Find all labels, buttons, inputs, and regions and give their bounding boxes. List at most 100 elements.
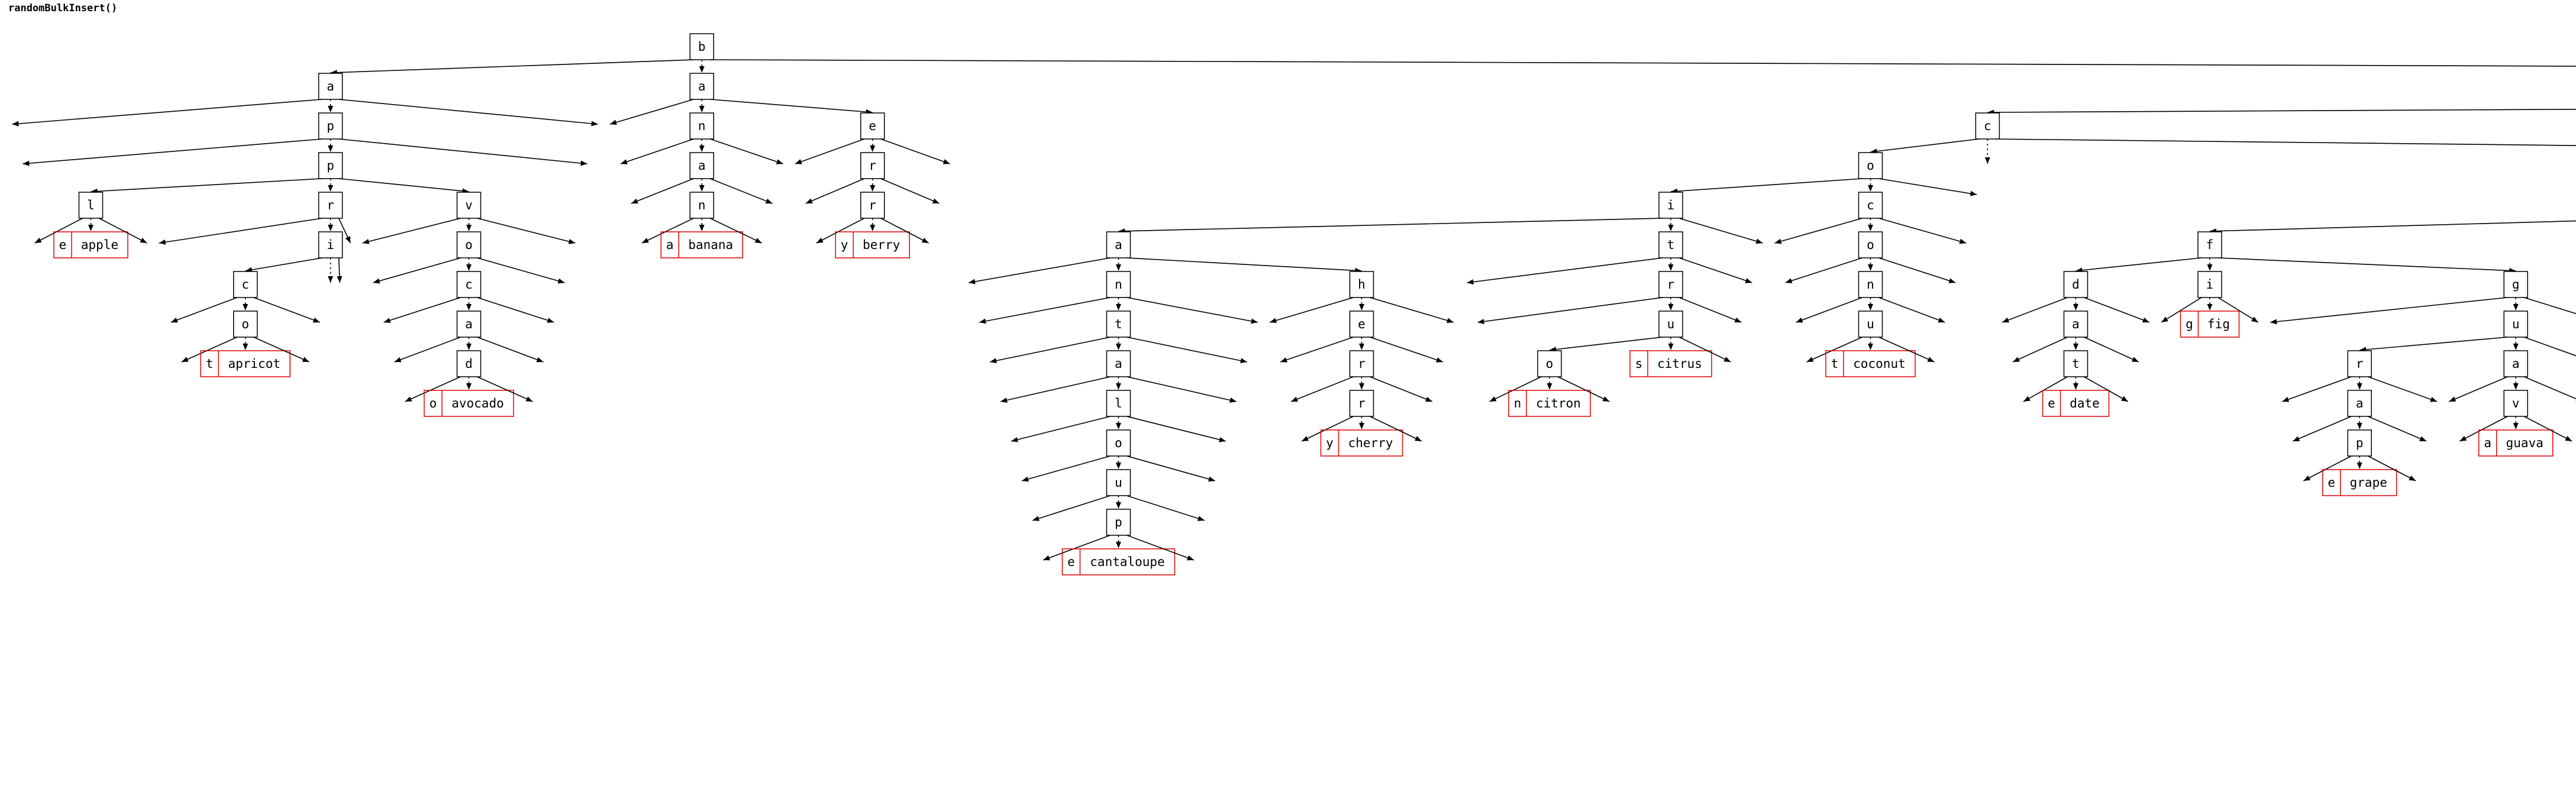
edge-lo-null-arrowhead	[2023, 396, 2031, 402]
edge-eq-arrowhead	[699, 225, 705, 231]
edge-eq-arrowhead	[870, 145, 876, 152]
node-char: u	[1867, 317, 1874, 331]
edge-lo-null	[1290, 376, 1354, 402]
edge-lo-null	[989, 337, 1111, 363]
edge-hi-null	[2367, 455, 2416, 481]
edge-eq-arrowhead	[1359, 304, 1364, 311]
edge-hi-null-arrowhead	[1219, 436, 1226, 442]
edge-lo-null	[1301, 416, 1354, 442]
node-char: e	[1358, 317, 1366, 331]
node-char: r	[1358, 357, 1366, 371]
edge-hi	[1126, 257, 1362, 271]
edge-hi-null	[2367, 416, 2427, 442]
node-char: c	[465, 277, 473, 292]
edge-hi-null-arrowhead	[1927, 357, 1935, 362]
edge-hi-null-arrowhead	[1415, 436, 1422, 441]
leaf-word: banana	[688, 238, 733, 252]
edge-lo	[1870, 138, 1980, 153]
node-char: v	[465, 198, 473, 212]
tree-node	[1106, 509, 1131, 536]
edge-lo-null	[2459, 416, 2508, 442]
edge-lo-null	[2303, 455, 2352, 481]
leaf-word: citrus	[1657, 357, 1702, 371]
edge-lo-null-arrowhead	[1000, 397, 1008, 403]
edge-lo-null	[22, 138, 322, 164]
edge-hi-null-arrowhead	[1602, 396, 1610, 402]
edge-lo-null-arrowhead	[362, 238, 370, 244]
node-char: t	[1667, 238, 1675, 252]
edge-eq-arrowhead	[870, 225, 876, 231]
tree-node	[689, 192, 714, 219]
node-char: a	[2072, 317, 2080, 331]
edge-lo-null	[609, 99, 694, 125]
edge-eq-arrowhead	[699, 66, 705, 73]
leaf-node	[2042, 390, 2110, 417]
edge-eq-arrowhead	[2357, 423, 2362, 429]
edge-hi-null	[2523, 337, 2576, 357]
edge-hi-null-arrowhead	[1186, 555, 1194, 561]
node-char: o	[1867, 159, 1874, 173]
edge-eq-arrowhead	[2073, 344, 2078, 350]
edge-hi-null	[1878, 297, 1945, 323]
edge-lo-null	[968, 257, 1111, 283]
edge-eq-arrowhead	[2207, 304, 2213, 311]
edge-hi-null	[1126, 455, 1216, 481]
edge-hi-null	[709, 218, 762, 244]
tree-node	[233, 271, 258, 298]
edge-hi-null	[477, 257, 565, 283]
edge-hi-null-arrowhead	[1229, 397, 1237, 403]
edge-lo-null	[1011, 416, 1111, 442]
edge-lo-null	[1042, 535, 1111, 561]
edge-eq-arrowhead	[1359, 383, 1364, 390]
edge-eq-arrowhead	[1868, 344, 1873, 350]
edge-lo-null-arrowhead	[1467, 279, 1474, 285]
edge-hi	[1996, 138, 2576, 146]
edge-lo-null-arrowhead	[2459, 435, 2467, 441]
leaf-char: s	[1635, 357, 1643, 371]
edge-lo	[1118, 218, 1663, 232]
edge-lo-null	[620, 138, 694, 164]
edge-hi-null	[1678, 257, 1752, 283]
edge-hi-null-arrowhead	[2251, 316, 2258, 322]
tree-node	[456, 192, 482, 219]
tree-node	[456, 311, 482, 338]
edge-hi-null	[2084, 297, 2150, 323]
edge-lo-null	[631, 178, 694, 204]
edge-hi-null	[477, 376, 533, 402]
edge-lo-null-arrowhead	[22, 160, 30, 166]
edge-eq-arrowhead	[466, 225, 472, 231]
edge-hi-null-arrowhead	[921, 237, 929, 243]
edge-hi-null	[880, 138, 950, 164]
node-char: r	[1358, 396, 1366, 410]
edge-lo-null	[159, 218, 322, 244]
edge-hi-null	[1678, 337, 1731, 363]
edge-hi-null-arrowhead	[1240, 358, 1247, 364]
edge-hi-null-arrowhead	[2131, 357, 2139, 362]
edge-eq-arrowhead	[2513, 423, 2519, 429]
tree-node	[689, 112, 714, 140]
edge-hi-null-arrowhead	[1251, 318, 1258, 324]
node-char: p	[327, 119, 334, 133]
node-char: n	[698, 198, 706, 212]
edge-eq-arrowhead	[699, 106, 705, 112]
edge-hi-null-arrowhead	[140, 237, 147, 243]
edge-lo-null-arrowhead	[373, 278, 380, 284]
leaf-node	[53, 231, 128, 258]
edge-eq-arrowhead	[1868, 264, 1873, 271]
leaf-node	[200, 350, 290, 377]
edge-hi-null	[338, 138, 587, 164]
edge-hi-null-arrowhead	[337, 276, 343, 283]
edge-eq-arrowhead	[1668, 304, 1674, 311]
edge-eq-arrowhead	[2073, 383, 2078, 390]
leaf-char: y	[841, 238, 848, 252]
edge-lo-null-arrowhead	[181, 357, 189, 362]
leaf-node	[835, 231, 910, 258]
edge-lo-null-arrowhead	[1302, 436, 1309, 441]
edge-lo-null-arrowhead	[2293, 436, 2300, 441]
edge-lo-null-arrowhead	[990, 358, 997, 364]
edge-eq-arrowhead	[1547, 383, 1552, 390]
node-char: a	[698, 79, 706, 93]
edge-hi-null	[253, 297, 320, 323]
edge-eq-arrowhead	[1668, 344, 1674, 350]
edge-eq-arrowhead	[2073, 304, 2078, 311]
